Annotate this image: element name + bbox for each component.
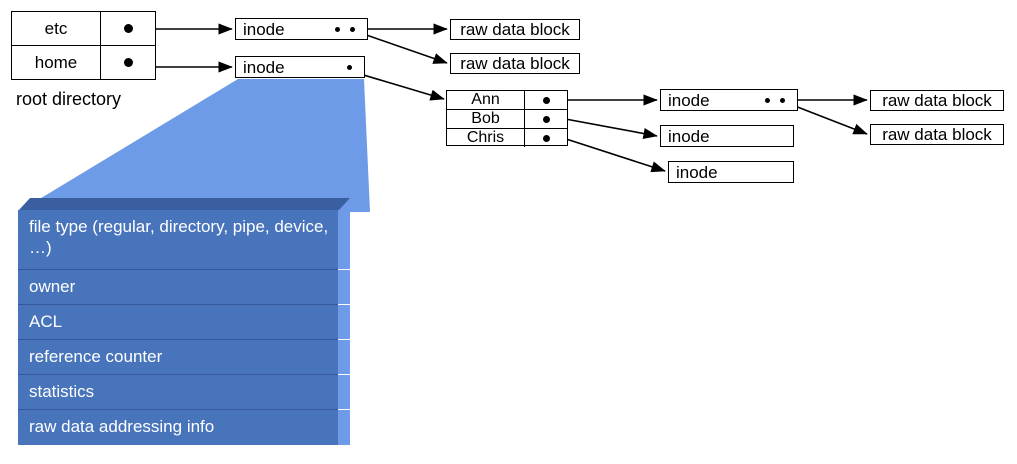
inode-label: inode [676, 162, 718, 182]
table-row[interactable]: Bob [447, 110, 567, 129]
stack-side-face [338, 210, 350, 269]
root-entry-pointer-etc[interactable] [101, 12, 155, 45]
inode-pointers[interactable] [347, 64, 364, 70]
inode-box-bob[interactable]: inode [660, 125, 794, 147]
pointer-dot-icon [335, 26, 340, 32]
pointer-dot-icon [350, 26, 355, 32]
root-directory-caption: root directory [16, 89, 122, 109]
inode-box-etc[interactable]: inode [235, 18, 368, 40]
inode-field-label: file type (regular, directory, pipe, dev… [29, 217, 329, 257]
home-entry-name-ann: Ann [447, 91, 525, 109]
stack-top-face [18, 198, 350, 211]
home-entry-name-bob: Bob [447, 110, 525, 128]
pointer-dot-icon [765, 97, 770, 103]
inode-field-statistics: statistics [18, 375, 350, 410]
pointer-dot-icon [347, 64, 352, 70]
pointer-dot-icon [123, 24, 133, 33]
table-row[interactable]: etc [12, 12, 155, 46]
inode-field-label: owner [29, 277, 76, 296]
inode-label: inode [668, 90, 710, 110]
table-row[interactable]: home [12, 46, 155, 79]
root-entry-pointer-home[interactable] [101, 46, 155, 79]
stack-side-face [338, 340, 350, 374]
raw-data-block-ann-2[interactable]: raw data block [870, 124, 1004, 145]
root-directory-table[interactable]: etc home [11, 11, 156, 80]
inode-detail-stack: file type (regular, directory, pipe, dev… [18, 198, 370, 458]
stack-side-face [338, 375, 350, 409]
root-entry-name-home: home [12, 46, 101, 79]
home-entry-pointer-chris[interactable] [525, 129, 567, 147]
inode-label: inode [243, 57, 285, 77]
raw-data-block-etc-1[interactable]: raw data block [450, 19, 580, 40]
root-entry-name-etc: etc [12, 12, 101, 45]
pointer-dot-icon [542, 134, 550, 142]
pointer-dot-icon [542, 96, 550, 104]
inode-field-label: raw data addressing info [29, 417, 215, 436]
inode-field-raw-data-addressing: raw data addressing info [18, 410, 350, 445]
pointer-dot-icon [780, 97, 785, 103]
stack-rows: file type (regular, directory, pipe, dev… [18, 210, 350, 445]
inode-box-home[interactable]: inode [235, 56, 365, 78]
inode-field-label: statistics [29, 382, 95, 401]
inode-label: inode [668, 126, 710, 146]
inode-box-ann[interactable]: inode [660, 89, 798, 111]
pointer-dot-icon [542, 115, 550, 123]
inode-label: inode [243, 19, 285, 39]
inode-field-reference-counter: reference counter [18, 340, 350, 375]
home-entry-name-chris: Chris [447, 129, 525, 147]
inode-field-file-type: file type (regular, directory, pipe, dev… [18, 210, 350, 270]
table-row[interactable]: Ann [447, 91, 567, 110]
inode-box-chris[interactable]: inode [668, 161, 794, 183]
home-entry-pointer-ann[interactable] [525, 91, 567, 109]
stack-side-face [338, 305, 350, 339]
stack-side-face [338, 270, 350, 304]
inode-field-label: ACL [29, 312, 63, 331]
raw-data-block-etc-2[interactable]: raw data block [450, 53, 580, 74]
home-entry-pointer-bob[interactable] [525, 110, 567, 128]
inode-pointers[interactable] [335, 26, 367, 32]
home-directory-table[interactable]: Ann Bob Chris [446, 90, 568, 147]
raw-data-block-ann-1[interactable]: raw data block [870, 90, 1004, 111]
inode-field-owner: owner [18, 270, 350, 305]
inode-field-label: reference counter [29, 347, 163, 366]
pointer-dot-icon [123, 58, 133, 67]
inode-field-acl: ACL [18, 305, 350, 340]
table-row[interactable]: Chris [447, 129, 567, 147]
stack-side-face [338, 410, 350, 445]
inode-pointers[interactable] [765, 97, 797, 103]
